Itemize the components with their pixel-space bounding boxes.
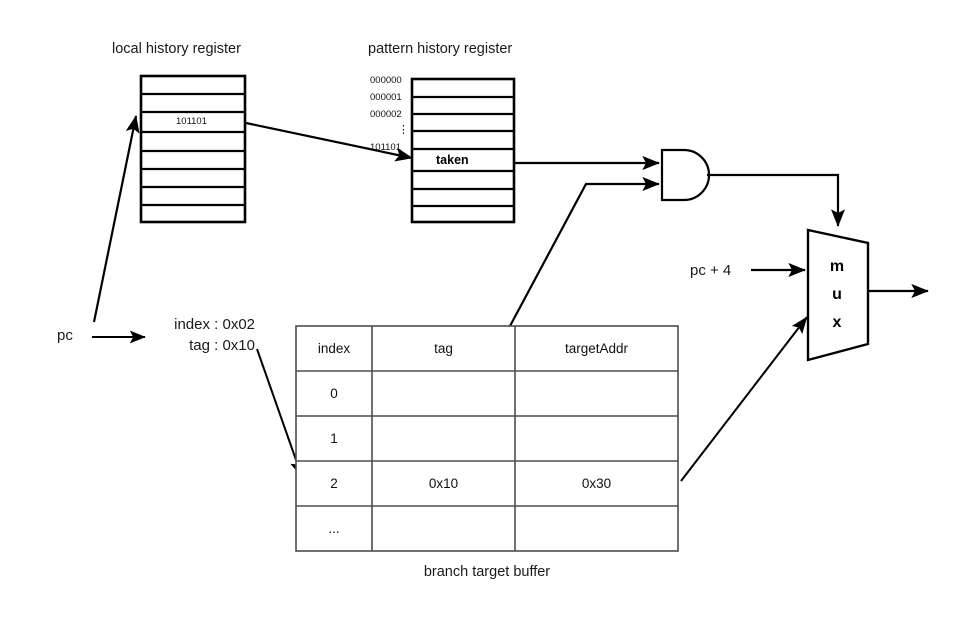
mux-letter-m: m — [829, 258, 845, 275]
btb-cell-tag-2: 0x10 — [428, 476, 459, 491]
pattern-row-tag-ellipsis: ⋮ — [398, 124, 409, 136]
pc-label: pc — [57, 327, 73, 344]
mux-letter-u: u — [832, 286, 842, 303]
pattern-row-tag-4: 101101 — [370, 142, 401, 153]
pattern-history-taken-value: taken — [436, 153, 469, 167]
btb-cell-index-3: ... — [328, 521, 340, 536]
local-history-register-value: 101101 — [176, 116, 207, 127]
btb-cell-index-0: 0 — [330, 386, 338, 401]
arrow-btb-target-to-mux — [680, 316, 808, 482]
arrow-btb-to-and-gate — [509, 176, 660, 327]
pattern-history-register-box — [410, 77, 516, 224]
and-gate-shape — [660, 148, 711, 202]
btb-cell-index-1: 1 — [330, 431, 338, 446]
pattern-row-tag-1: 000001 — [370, 92, 402, 103]
pc-index-label: index : 0x02 — [174, 316, 255, 333]
mux-letter-x: x — [832, 314, 842, 331]
pattern-history-register-title: pattern history register — [368, 41, 513, 57]
local-history-register-box — [139, 74, 247, 224]
local-history-register-title: local history register — [112, 41, 241, 57]
btb-header-tag: tag — [434, 341, 453, 356]
pattern-row-tag-0: 000000 — [370, 75, 402, 86]
btb-caption: branch target buffer — [423, 564, 551, 580]
arrow-pc-to-local-history — [92, 115, 140, 323]
btb-cell-index-2: 2 — [330, 476, 338, 491]
btb-header-index: index — [317, 341, 351, 356]
pc-plus-4-label: pc + 4 — [690, 262, 732, 279]
wire-and-gate-to-mux-select — [707, 173, 846, 227]
pattern-row-tag-2: 000002 — [370, 109, 402, 120]
arrow-index-tag-to-btb-row — [256, 348, 303, 478]
pc-tag-label: tag : 0x10 — [189, 337, 255, 354]
btb-header-target-addr: targetAddr — [564, 341, 629, 356]
btb-cell-target-2: 0x30 — [581, 476, 612, 491]
